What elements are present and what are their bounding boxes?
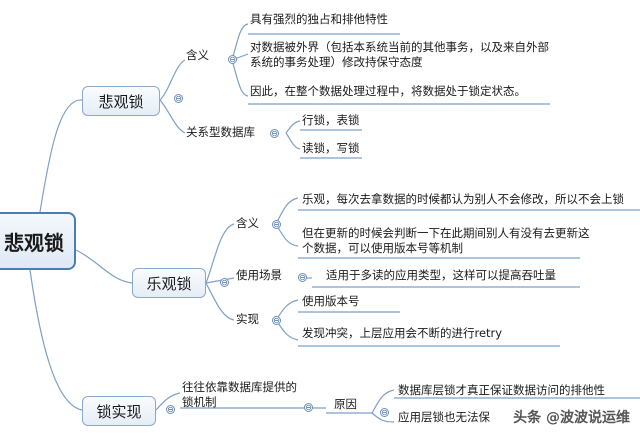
edge-root-pessimistic xyxy=(39,99,83,213)
reason-item-db-lock: 数据库层锁才真正保证数据访问的排他性 xyxy=(398,383,605,397)
edge-opt-meaning xyxy=(205,223,235,284)
collapse-toggle-optimistic-impl[interactable]: ⊖ xyxy=(272,316,281,325)
edge-opt-impl xyxy=(205,282,235,321)
root-node[interactable]: 悲观锁 xyxy=(0,212,76,270)
relational-item-row-table-lock: 行锁，表锁 xyxy=(302,113,360,127)
collapse-toggle-optimistic[interactable]: ⊖ xyxy=(220,278,229,287)
optimistic-meaning-item-1: 乐观，每次去拿数据的时候都认为别人不会修改，所以不会上锁 xyxy=(302,192,624,206)
optimistic-scenario-label[interactable]: 使用场景 xyxy=(236,268,282,282)
pessimistic-meaning-item-1: 具有强烈的独占和排他特性 xyxy=(250,12,388,26)
pessimistic-relational-db-label[interactable]: 关系型数据库 xyxy=(186,125,255,139)
pessimistic-meaning-label[interactable]: 含义 xyxy=(186,48,209,62)
optimistic-scenario-item: 适用于多读的应用类型，这样可以提高吞吐量 xyxy=(326,268,556,282)
edge-impl-reason-items xyxy=(371,389,395,423)
collapse-toggle-pessimistic[interactable]: ⊖ xyxy=(174,94,183,103)
edge-impl-note xyxy=(155,392,181,411)
pessimistic-meaning-item-2: 对数据被外界（包括本系统当前的其他事务，以及来自外部系统的事务处理）修改持保守态… xyxy=(250,40,549,69)
reason-item-app-lock: 应用层锁也无法保 xyxy=(398,410,490,424)
implementation-reason-label[interactable]: 原因 xyxy=(334,397,357,411)
edge-pess-meaning xyxy=(159,59,186,101)
collapse-toggle-optimistic-meaning[interactable]: ⊖ xyxy=(272,220,281,229)
branch-pessimistic-lock[interactable]: 悲观锁 xyxy=(82,86,160,116)
implementation-note: 往往依靠数据库提供的锁机制 xyxy=(182,380,297,409)
collapse-toggle-relational-db[interactable]: ⊖ xyxy=(270,129,279,138)
optimistic-impl-item-version: 使用版本号 xyxy=(302,294,360,308)
optimistic-impl-label[interactable]: 实现 xyxy=(236,312,259,326)
collapse-toggle-implementation-note[interactable]: ⊖ xyxy=(304,403,313,412)
branch-lock-implementation[interactable]: 锁实现 xyxy=(82,396,156,426)
collapse-toggle-optimistic-scenario[interactable]: ⊖ xyxy=(298,273,307,282)
relational-item-read-write-lock: 读锁，写锁 xyxy=(302,141,360,155)
optimistic-meaning-item-2: 但在更新的时候会判断一下在此期间别人有没有去更新这个数据，可以使用版本号等机制 xyxy=(302,226,590,255)
edge-root-implementation xyxy=(29,269,83,411)
edge-root-optimistic xyxy=(75,249,133,284)
optimistic-meaning-label[interactable]: 含义 xyxy=(236,216,259,230)
edge-pess-relational-items xyxy=(285,120,301,150)
collapse-toggle-pessimistic-meaning[interactable]: ⊖ xyxy=(228,55,237,64)
collapse-toggle-implementation-reason[interactable]: ⊖ xyxy=(380,408,389,417)
collapse-toggle-implementation[interactable]: ⊖ xyxy=(166,405,175,414)
edge-pess-relational xyxy=(159,99,186,134)
pessimistic-meaning-item-3: 因此，在整个数据处理过程中，将数据处于锁定状态。 xyxy=(250,84,526,98)
optimistic-impl-item-retry: 发现冲突，上层应用会不断的进行retry xyxy=(302,326,503,340)
branch-optimistic-lock[interactable]: 乐观锁 xyxy=(132,268,206,298)
watermark: 头条 @波波说运维 xyxy=(513,410,630,426)
